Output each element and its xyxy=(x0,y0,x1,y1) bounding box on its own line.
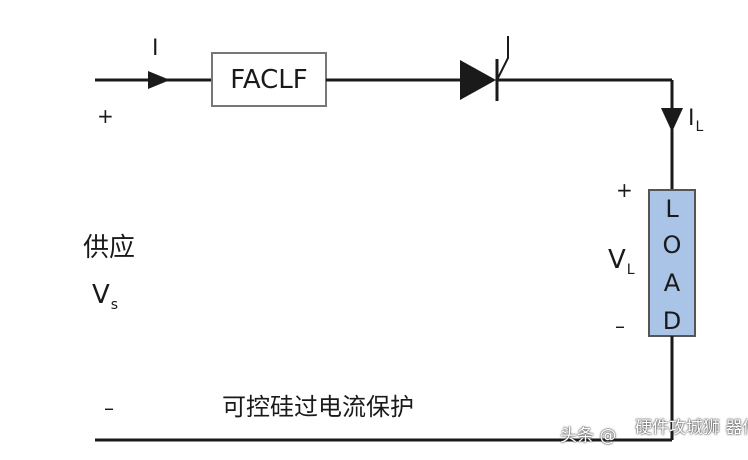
load-current-subscript: L xyxy=(695,119,704,135)
load-current-arrow xyxy=(661,108,683,132)
load-letter-4: D xyxy=(662,307,682,335)
watermark-left: 头条 @ xyxy=(560,426,617,446)
supply-plus-sign: + xyxy=(97,104,114,128)
load-letter-1: L xyxy=(665,195,679,223)
load-current-label: IL xyxy=(688,106,704,135)
input-current-label: I xyxy=(152,36,159,61)
load-voltage-subscript: L xyxy=(626,262,635,278)
load-current-symbol: I xyxy=(688,106,695,131)
supply-minus-sign: – xyxy=(104,396,114,420)
supply-name-label: 供应 xyxy=(83,233,136,263)
load-voltage-label: VL xyxy=(608,247,635,277)
watermark-right: 硬件攻城狮 器件 xyxy=(635,418,748,438)
load-letter-3: A xyxy=(663,269,681,297)
thyristor-gate xyxy=(496,36,509,81)
thyristor-triangle xyxy=(460,60,496,100)
load-minus-sign: – xyxy=(615,314,625,338)
load-voltage-symbol: V xyxy=(608,245,626,275)
load-letter-2: O xyxy=(662,231,682,259)
faclf-label: FACLF xyxy=(230,64,308,95)
load-plus-sign: + xyxy=(616,178,633,202)
supply-voltage-symbol: V xyxy=(92,280,110,310)
supply-voltage-subscript: s xyxy=(110,297,119,313)
caption-text: 可控硅过电流保护 xyxy=(222,393,414,421)
input-current-arrow xyxy=(148,71,170,89)
thyristor-symbol xyxy=(460,36,509,101)
supply-voltage-label: Vs xyxy=(92,282,118,312)
